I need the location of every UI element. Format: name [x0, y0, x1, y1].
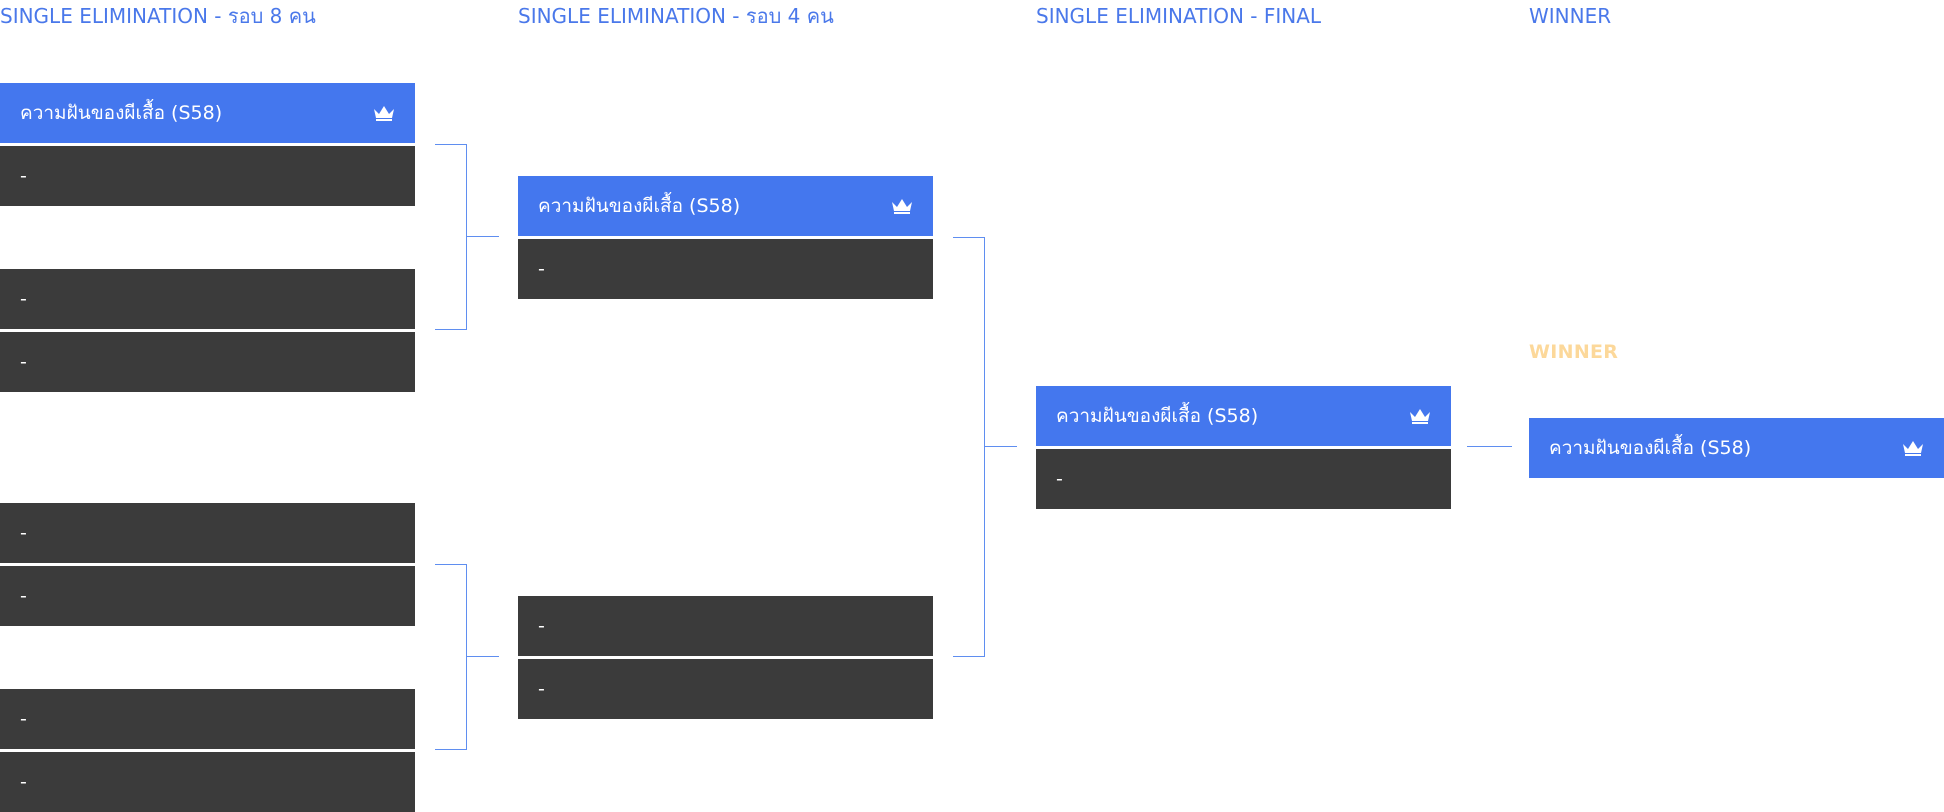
connector-line [466, 656, 499, 657]
connector-line [466, 144, 467, 330]
r2-m1-slot2[interactable]: - [518, 239, 933, 299]
r1-m3-slot2[interactable]: - [0, 566, 415, 626]
r1-m4-slot1[interactable]: - [0, 689, 415, 749]
connector-line [435, 329, 467, 330]
r2-m2-slot2[interactable]: - [518, 659, 933, 719]
r2-m2-slot1[interactable]: - [518, 596, 933, 656]
participant-name: - [20, 351, 27, 373]
participant-name: - [20, 288, 27, 310]
participant-name: ความฝันของผีเสื้อ (S58) [538, 195, 741, 217]
r1-m2-slot2[interactable]: - [0, 332, 415, 392]
connector-line [435, 144, 467, 145]
connector-line [466, 564, 467, 750]
crown-icon [1903, 441, 1923, 456]
r1-m3-slot1[interactable]: - [0, 503, 415, 563]
round-title-4: SINGLE ELIMINATION - รอบ 4 คน [518, 4, 834, 28]
winner-label: WINNER [1529, 341, 1619, 363]
connector-line [984, 446, 1017, 447]
participant-name: - [20, 522, 27, 544]
connector-line [953, 237, 985, 238]
connector-line [953, 656, 985, 657]
participant-name: - [20, 708, 27, 730]
crown-icon [1410, 409, 1430, 424]
r2-m1-slot1[interactable]: ความฝันของผีเสื้อ (S58) [518, 176, 933, 236]
r1-m2-slot1[interactable]: - [0, 269, 415, 329]
final-slot1[interactable]: ความฝันของผีเสื้อ (S58) [1036, 386, 1451, 446]
crown-icon [374, 106, 394, 121]
round-title-8: SINGLE ELIMINATION - รอบ 8 คน [0, 4, 316, 28]
champion-slot[interactable]: ความฝันของผีเสื้อ (S58) [1529, 418, 1944, 478]
participant-name: - [538, 258, 545, 280]
final-slot2[interactable]: - [1036, 449, 1451, 509]
connector-line [984, 237, 985, 657]
champion-name: ความฝันของผีเสื้อ (S58) [1549, 437, 1752, 459]
participant-name: - [20, 771, 27, 793]
participant-name: ความฝันของผีเสื้อ (S58) [20, 102, 223, 124]
connector-line [435, 564, 467, 565]
round-title-winner: WINNER [1529, 4, 1612, 28]
connector-line [466, 236, 499, 237]
connector-line [435, 749, 467, 750]
participant-name: - [538, 678, 545, 700]
round-title-final: SINGLE ELIMINATION - FINAL [1036, 4, 1322, 28]
connector-line [1467, 446, 1512, 447]
participant-name: - [20, 165, 27, 187]
r1-m1-slot2[interactable]: - [0, 146, 415, 206]
participant-name: - [1056, 468, 1063, 490]
participant-name: - [538, 615, 545, 637]
r1-m1-slot1[interactable]: ความฝันของผีเสื้อ (S58) [0, 83, 415, 143]
crown-icon [892, 199, 912, 214]
participant-name: - [20, 585, 27, 607]
r1-m4-slot2[interactable]: - [0, 752, 415, 812]
participant-name: ความฝันของผีเสื้อ (S58) [1056, 405, 1259, 427]
